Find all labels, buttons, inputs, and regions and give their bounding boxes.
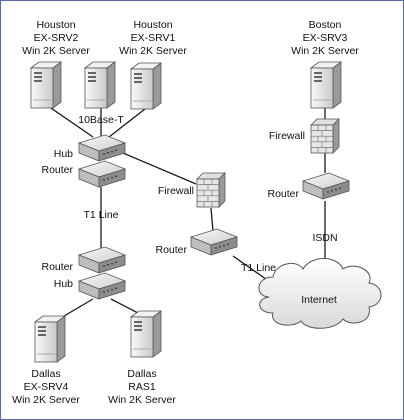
- server-city-label: Boston: [309, 19, 342, 31]
- server-houston-srv2: Houston EX-SRV2 Win 2K Server: [22, 19, 90, 109]
- server-os-label: Win 2K Server: [108, 394, 176, 406]
- server-city-label: Houston: [36, 19, 75, 31]
- server-os-label: Win 2K Server: [119, 45, 187, 57]
- middle-firewall-label: Firewall: [158, 185, 194, 197]
- wire-srv3x-hub: [108, 108, 146, 138]
- firewall-brick-icon: [196, 172, 226, 208]
- isdn-label: ISDN: [312, 232, 337, 244]
- server-name-label: RAS1: [128, 381, 156, 393]
- wire-houston-firewall: [122, 152, 197, 185]
- t1-line-label: T1 Line: [83, 209, 118, 221]
- server-city-label: Houston: [133, 19, 172, 31]
- server-city-label: Dallas: [31, 368, 60, 380]
- internet-cloud-icon: [258, 258, 382, 329]
- middle-router: Router: [155, 228, 238, 256]
- tower-server-icon: [130, 62, 162, 110]
- server-name-label: EX-SRV3: [303, 32, 348, 44]
- router-icon: [78, 246, 126, 274]
- tower-server-icon: [84, 61, 116, 109]
- dallas-router-hub: Router Hub: [41, 246, 126, 300]
- firewall-brick-icon: [310, 118, 340, 154]
- server-os-label: Win 2K Server: [12, 394, 80, 406]
- router-icon: [190, 228, 238, 256]
- server-houston-srv1: Houston EX-SRV1 Win 2K Server: [119, 19, 187, 110]
- server-houston-unlabeled: [84, 61, 116, 109]
- houston-hub-label: Hub: [54, 148, 73, 160]
- server-city-label: Dallas: [127, 368, 156, 380]
- server-boston-srv3: Boston EX-SRV3 Win 2K Server: [291, 19, 359, 109]
- server-dallas-srv4: Dallas EX-SRV4 Win 2K Server: [12, 315, 80, 406]
- hub-icon: [78, 272, 126, 300]
- boston-router-label: Router: [267, 188, 299, 200]
- server-os-label: Win 2K Server: [22, 45, 90, 57]
- houston-router-label: Router: [41, 164, 73, 176]
- wire-dallas-ras1: [110, 298, 139, 314]
- link-10base-t-label: 10Base-T: [78, 114, 124, 126]
- middle-firewall: Firewall: [158, 172, 226, 208]
- server-dallas-ras1: Dallas RAS1 Win 2K Server: [108, 310, 176, 406]
- tower-server-icon: [310, 61, 342, 109]
- t1-line-label: T1 Line: [241, 262, 276, 274]
- middle-router-label: Router: [155, 244, 187, 256]
- dallas-router-label: Router: [41, 261, 73, 273]
- server-name-label: EX-SRV1: [131, 32, 176, 44]
- wire-firewall-router: [210, 207, 214, 232]
- tower-server-icon: [34, 315, 66, 363]
- boston-firewall: Firewall: [269, 118, 340, 154]
- server-os-label: Win 2K Server: [291, 45, 359, 57]
- server-name-label: EX-SRV4: [24, 381, 69, 393]
- dallas-hub-label: Hub: [54, 278, 73, 290]
- server-name-label: EX-SRV2: [34, 32, 79, 44]
- boston-router: Router: [267, 172, 350, 200]
- connection-lines: [47, 105, 326, 320]
- tower-server-icon: [30, 61, 62, 109]
- houston-hub-router: Hub Router: [41, 134, 126, 188]
- internet-cloud: Internet: [258, 258, 382, 329]
- router-icon: [302, 172, 350, 200]
- hub-icon: [78, 134, 126, 162]
- tower-server-icon: [130, 310, 162, 358]
- wire-srv2-hub: [47, 105, 94, 138]
- boston-firewall-label: Firewall: [269, 130, 305, 142]
- internet-label: Internet: [301, 294, 337, 306]
- router-icon: [78, 160, 126, 188]
